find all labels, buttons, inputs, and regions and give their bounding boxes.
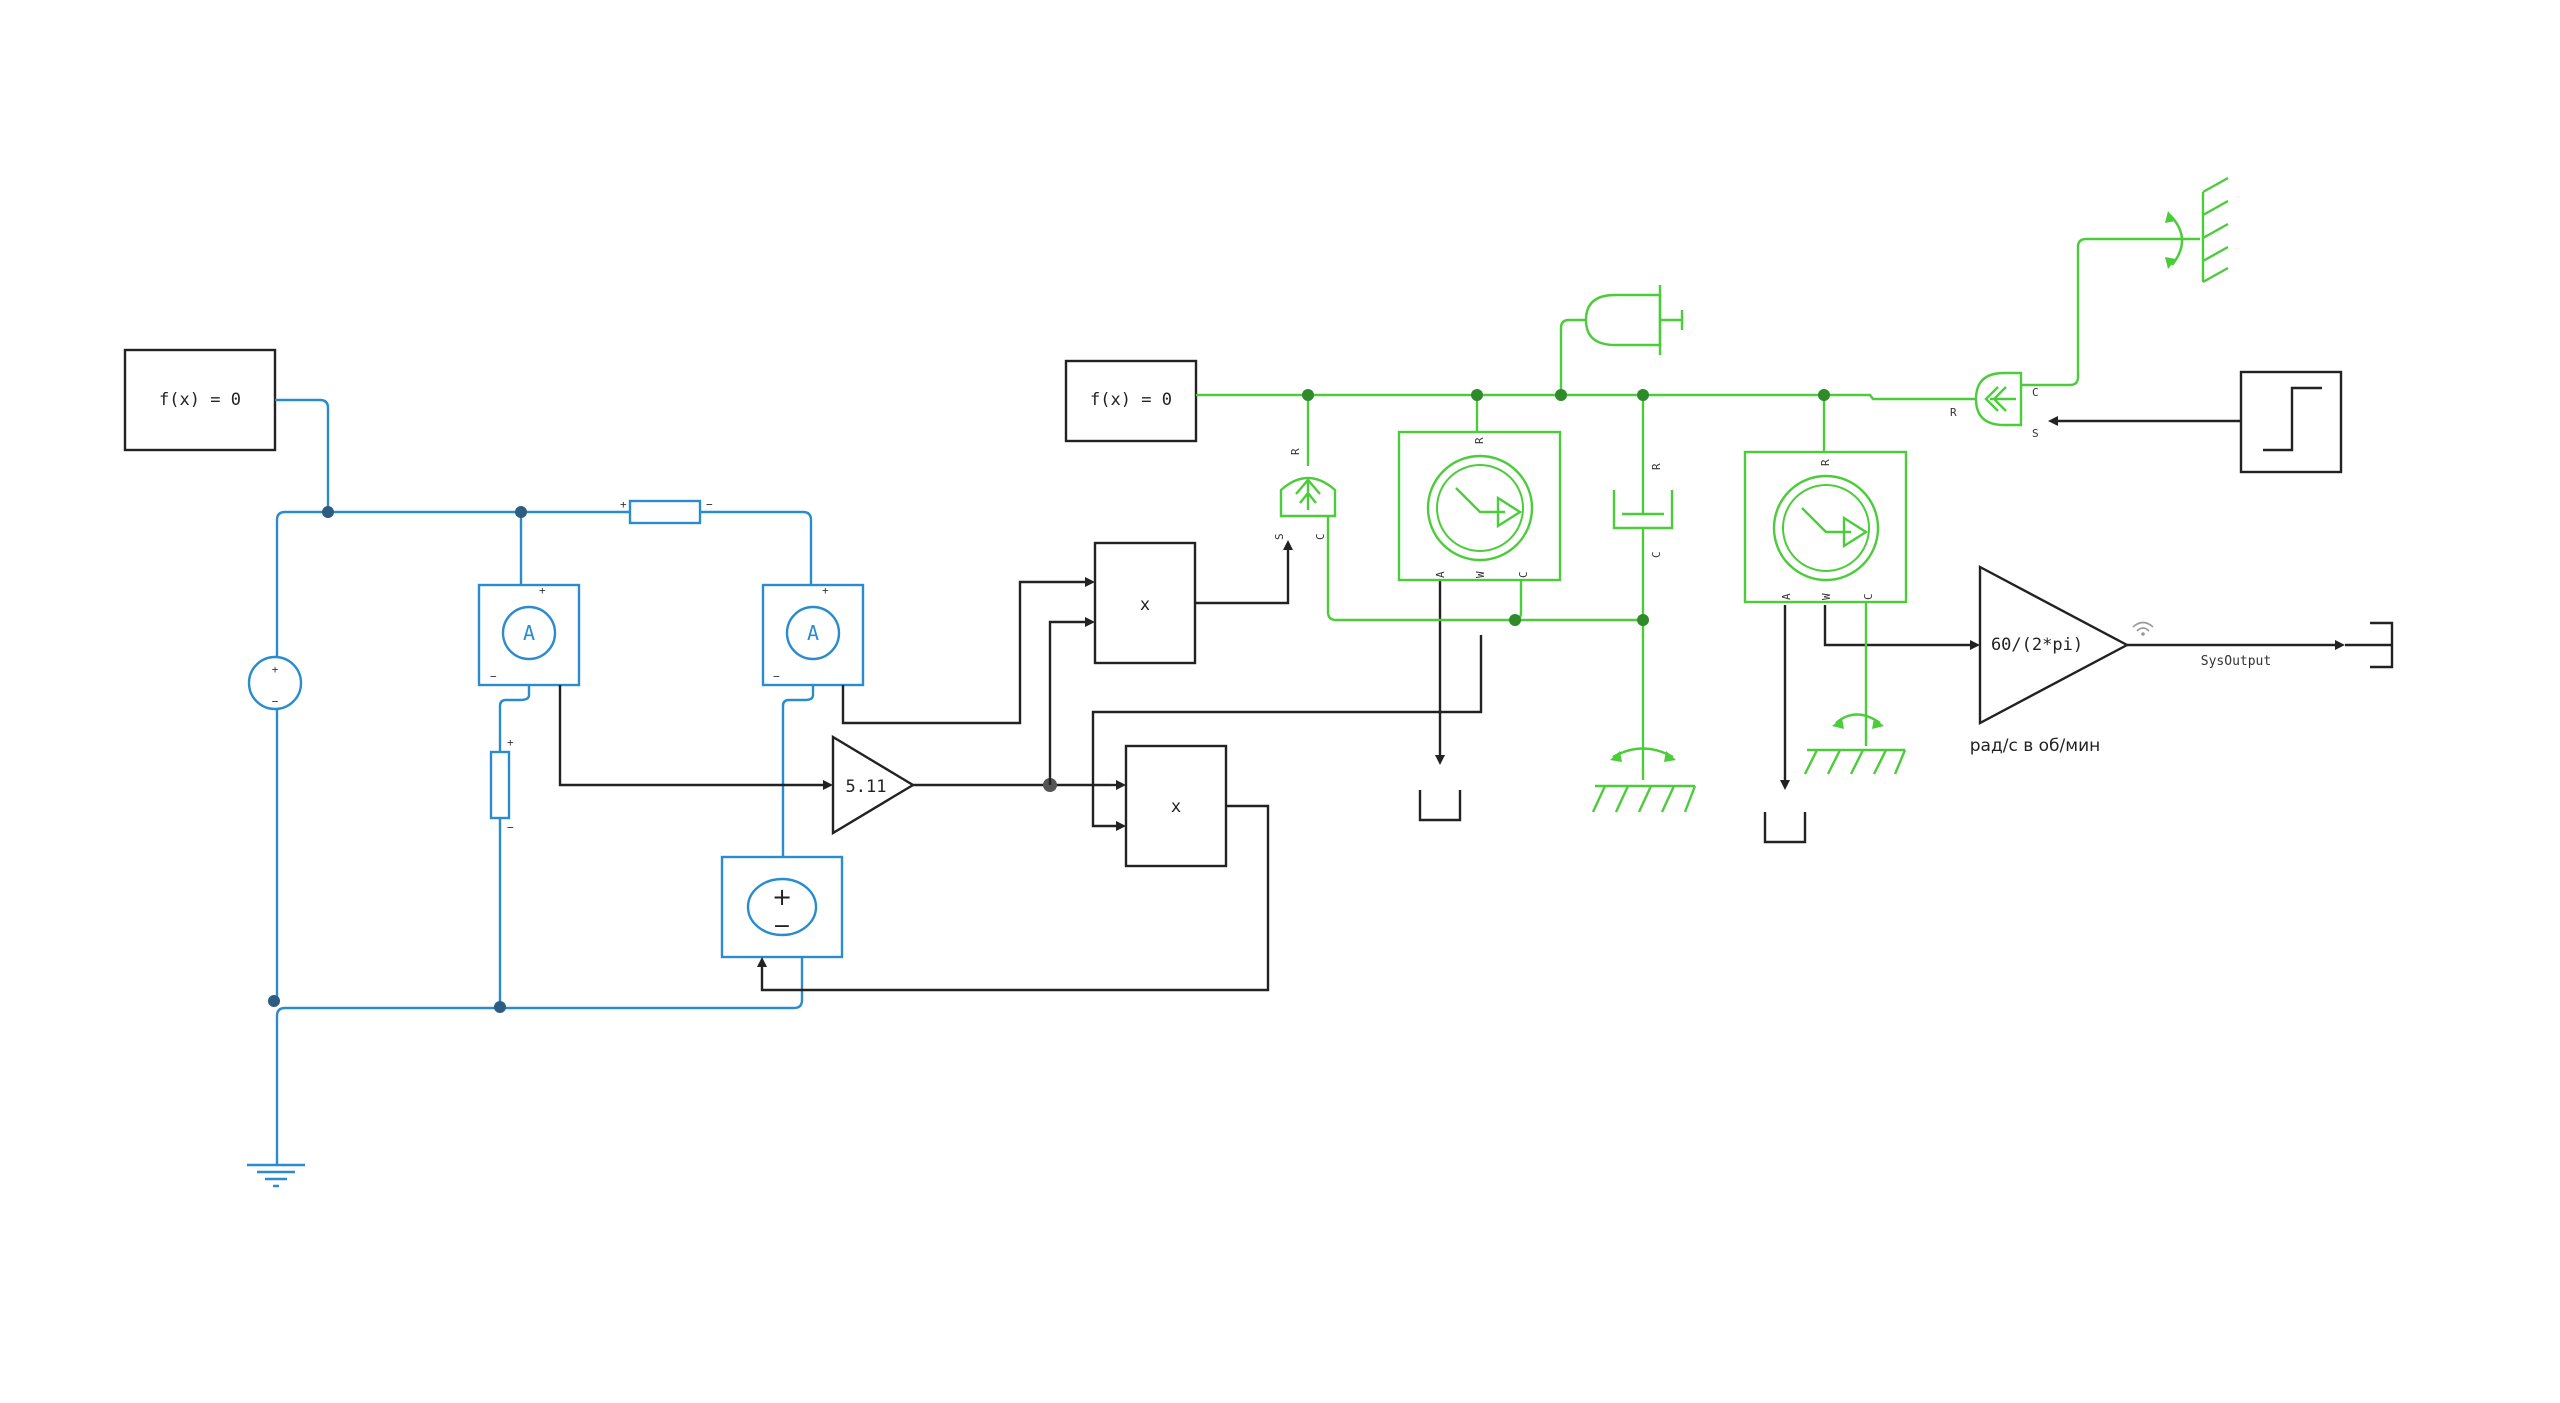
- controlled-voltage-source[interactable]: + −: [720, 855, 844, 959]
- svg-text:SysOutput: SysOutput: [2201, 654, 2271, 669]
- svg-text:−: −: [272, 695, 279, 708]
- svg-text:−: −: [490, 670, 497, 683]
- current-sensor-1[interactable]: A + −: [477, 583, 581, 687]
- current-sensor-2[interactable]: A + −: [761, 583, 865, 687]
- svg-text:C: C: [1862, 593, 1875, 600]
- svg-text:C: C: [2032, 386, 2039, 399]
- svg-text:−: −: [773, 670, 780, 683]
- svg-text:−: −: [507, 821, 514, 834]
- svg-text:C: C: [1650, 551, 1663, 558]
- terminator-2: [1763, 812, 1807, 844]
- svg-text:R: R: [1950, 406, 1957, 419]
- svg-text:+: +: [620, 498, 627, 511]
- electrical-network: f(x) = 0 + − + − A + −: [123, 348, 865, 1188]
- signal-network: 5.11 x x: [558, 370, 2394, 992]
- resistor-vertical[interactable]: + −: [489, 736, 514, 834]
- product-block-bottom[interactable]: x: [1124, 744, 1228, 868]
- svg-text:R: R: [1473, 437, 1486, 444]
- ideal-torque-source[interactable]: R S C: [1273, 448, 1337, 540]
- solver-configuration-right[interactable]: f(x) = 0: [1064, 359, 1198, 443]
- svg-text:R: R: [1650, 463, 1663, 470]
- rotational-damper[interactable]: R C: [1612, 463, 1674, 560]
- terminator-1: [1418, 790, 1462, 822]
- gain-block[interactable]: 5.11: [831, 734, 916, 836]
- svg-text:S: S: [1273, 533, 1286, 540]
- dc-voltage-source[interactable]: + −: [247, 655, 303, 711]
- svg-text:A: A: [1780, 593, 1793, 600]
- wire-top-rail-right: [700, 510, 813, 585]
- svg-text:W: W: [1820, 593, 1833, 600]
- svg-text:R: R: [1289, 448, 1302, 455]
- svg-text:рад/с в об/мин: рад/с в об/мин: [1970, 736, 2100, 756]
- svg-text:60/(2*pi): 60/(2*pi): [1991, 635, 2083, 655]
- output-port[interactable]: [2345, 621, 2394, 669]
- svg-text:+: +: [539, 584, 546, 597]
- svg-text:A: A: [1434, 571, 1447, 578]
- svg-text:R: R: [1819, 459, 1832, 466]
- mechanical-reference-3[interactable]: [2165, 176, 2229, 284]
- svg-text:+: +: [507, 736, 514, 749]
- svg-text:A: A: [807, 621, 819, 645]
- electrical-ground[interactable]: [247, 1135, 305, 1188]
- svg-text:−: −: [706, 498, 713, 511]
- svg-text:+: +: [272, 663, 279, 676]
- svg-text:f(x) = 0: f(x) = 0: [159, 390, 241, 410]
- svg-text:x: x: [1171, 797, 1181, 817]
- rotational-motion-sensor-1[interactable]: R A W C: [1397, 430, 1562, 582]
- mechanical-reference-2[interactable]: [1803, 713, 1907, 775]
- rpm-conversion-gain[interactable]: 60/(2*pi): [1978, 565, 2130, 725]
- inertia-block[interactable]: [1584, 285, 1684, 355]
- svg-text:+: +: [822, 584, 829, 597]
- product-block-top[interactable]: x: [1093, 541, 1197, 665]
- mechanical-reference-1[interactable]: [1591, 747, 1697, 813]
- svg-text:C: C: [1314, 533, 1327, 540]
- svg-text:x: x: [1140, 595, 1150, 615]
- resistor-top[interactable]: + −: [620, 498, 713, 525]
- signal-logging-icon: [2132, 621, 2154, 636]
- svg-text:f(x) = 0: f(x) = 0: [1090, 390, 1172, 410]
- step-source[interactable]: [2239, 370, 2343, 474]
- mechanical-network: f(x) = 0 R S C R A W C: [1064, 176, 2229, 813]
- svg-text:C: C: [1517, 571, 1530, 578]
- svg-text:+: +: [772, 883, 792, 911]
- svg-text:S: S: [2032, 427, 2039, 440]
- wire-left-rail: [275, 510, 286, 1005]
- svg-text:A: A: [523, 621, 535, 645]
- svg-text:5.11: 5.11: [846, 777, 887, 797]
- svg-text:W: W: [1474, 571, 1487, 578]
- solver-configuration-left[interactable]: f(x) = 0: [123, 348, 277, 452]
- rotational-motion-sensor-2[interactable]: R A W C: [1743, 450, 1908, 604]
- ideal-speed-source[interactable]: R C S: [1950, 371, 2039, 440]
- svg-text:−: −: [773, 914, 791, 939]
